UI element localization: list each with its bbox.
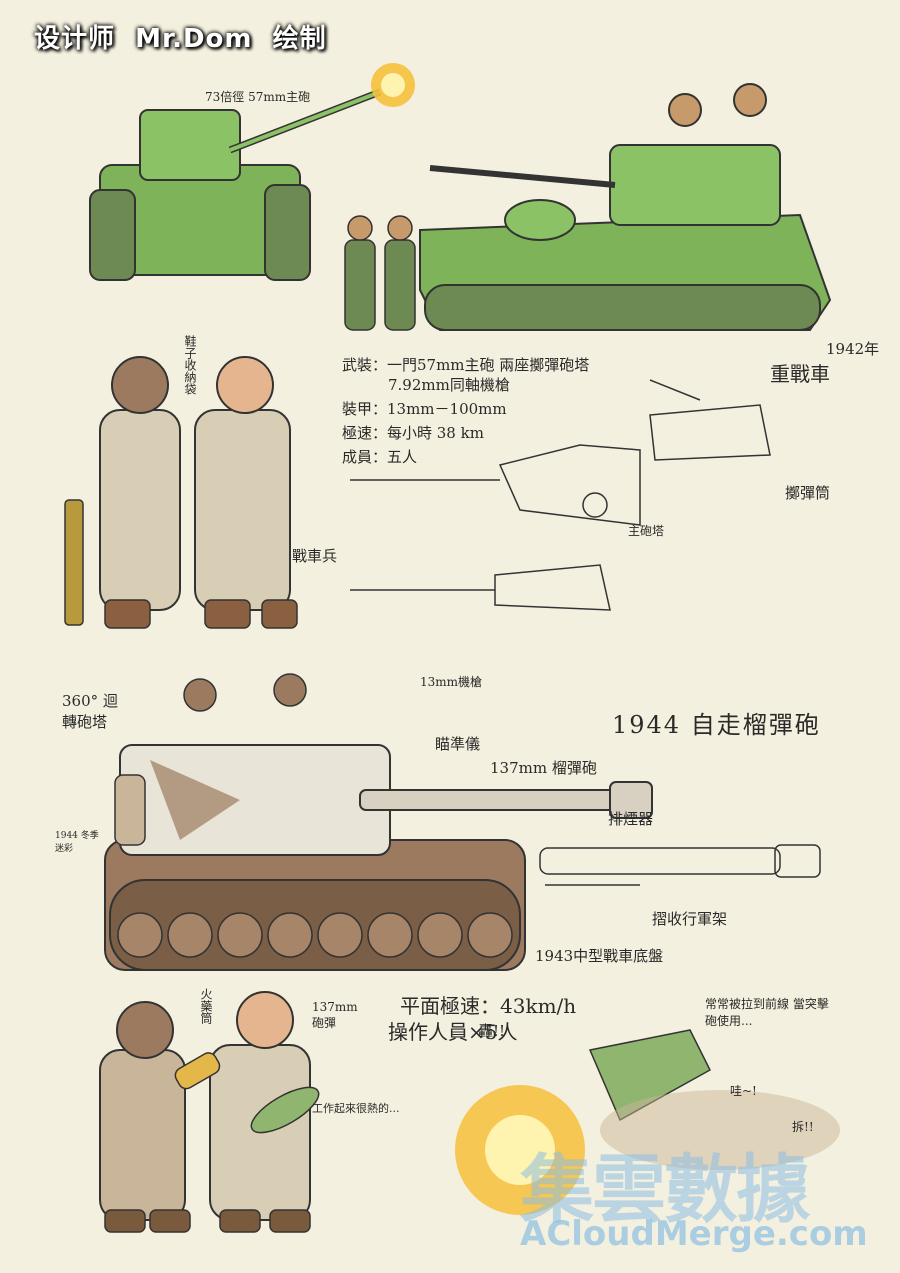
- travel-lock-label: 摺收行軍架: [652, 910, 728, 928]
- turret-line-drawings: [350, 379, 771, 611]
- shell-label: 137mm 砲彈: [312, 1000, 358, 1030]
- howitzer-crew-drawing: [99, 991, 320, 1233]
- smoke-ejector-label: 排煙器: [608, 810, 654, 828]
- camo-note: 1944 冬季迷彩: [55, 831, 99, 854]
- gun-caliber-label: 73倍徑 57mm主砲: [205, 90, 311, 104]
- muzzle-flash-drawing: [371, 63, 415, 107]
- exclaim-wah: 哇~!: [730, 1084, 757, 1098]
- watermark-en: ACloudMerge.com: [520, 1214, 868, 1254]
- spec-armor: 裝甲：13mm－100mm: [342, 400, 507, 418]
- grenade-tube-label: 擲彈筒: [785, 484, 831, 502]
- crew-label: 戰車兵: [292, 547, 338, 565]
- propellant-label: 火藥筒: [199, 988, 213, 1024]
- hot-note: 工作起來很熱的...: [312, 1102, 400, 1115]
- spg-title: 1944 自走榴彈砲: [612, 711, 821, 739]
- chassis-label: 1943中型戰車底盤: [535, 947, 664, 965]
- speed-spec: 平面極速：43km/h: [400, 994, 577, 1018]
- spec-crew: 成員：五人: [342, 448, 418, 466]
- mg-label: 13mm機槍: [420, 675, 483, 689]
- self-propelled-howitzer-drawing: [104, 673, 653, 971]
- heavy-tank-rear-drawing: [89, 88, 382, 281]
- year-label: 1942年: [826, 340, 880, 358]
- tank-crew-figures-drawing: [64, 356, 298, 629]
- main-turret-label: 主砲塔: [628, 524, 665, 538]
- rotating-turret-label: 360° 迴轉砲塔: [62, 692, 118, 731]
- soldiers-small-drawing: [344, 215, 416, 331]
- credit-banner: 设计师 Mr.Dom 绘制: [34, 24, 327, 54]
- spec-coaxial-mg: 7.92mm同軸機槍: [388, 376, 510, 394]
- bag-label: 鞋子收納袋: [183, 335, 197, 395]
- sight-label: 瞄準儀: [435, 735, 481, 753]
- exclaim-boom: 轟!!: [478, 1022, 506, 1040]
- heavy-tank-side-drawing: [419, 83, 832, 331]
- howitzer-label: 137mm 榴彈砲: [490, 759, 597, 777]
- spec-armament: 武裝：一門57mm主砲 兩座擲彈砲塔: [342, 356, 590, 374]
- watermark-cn: 集雲數據: [520, 1147, 810, 1233]
- battle-scene-drawing: [455, 1029, 840, 1215]
- barrel-detail-drawing: [539, 844, 821, 886]
- spec-top-speed: 極速：每小時 38 km: [342, 424, 484, 442]
- front-line-note: 常常被拉到前線 當突擊砲使用...: [705, 997, 829, 1028]
- crew-count-spec: 操作人員×5人: [388, 1020, 518, 1044]
- exclaim-chai: 拆!!: [792, 1120, 814, 1134]
- vehicle-name: 重戰車: [770, 362, 830, 386]
